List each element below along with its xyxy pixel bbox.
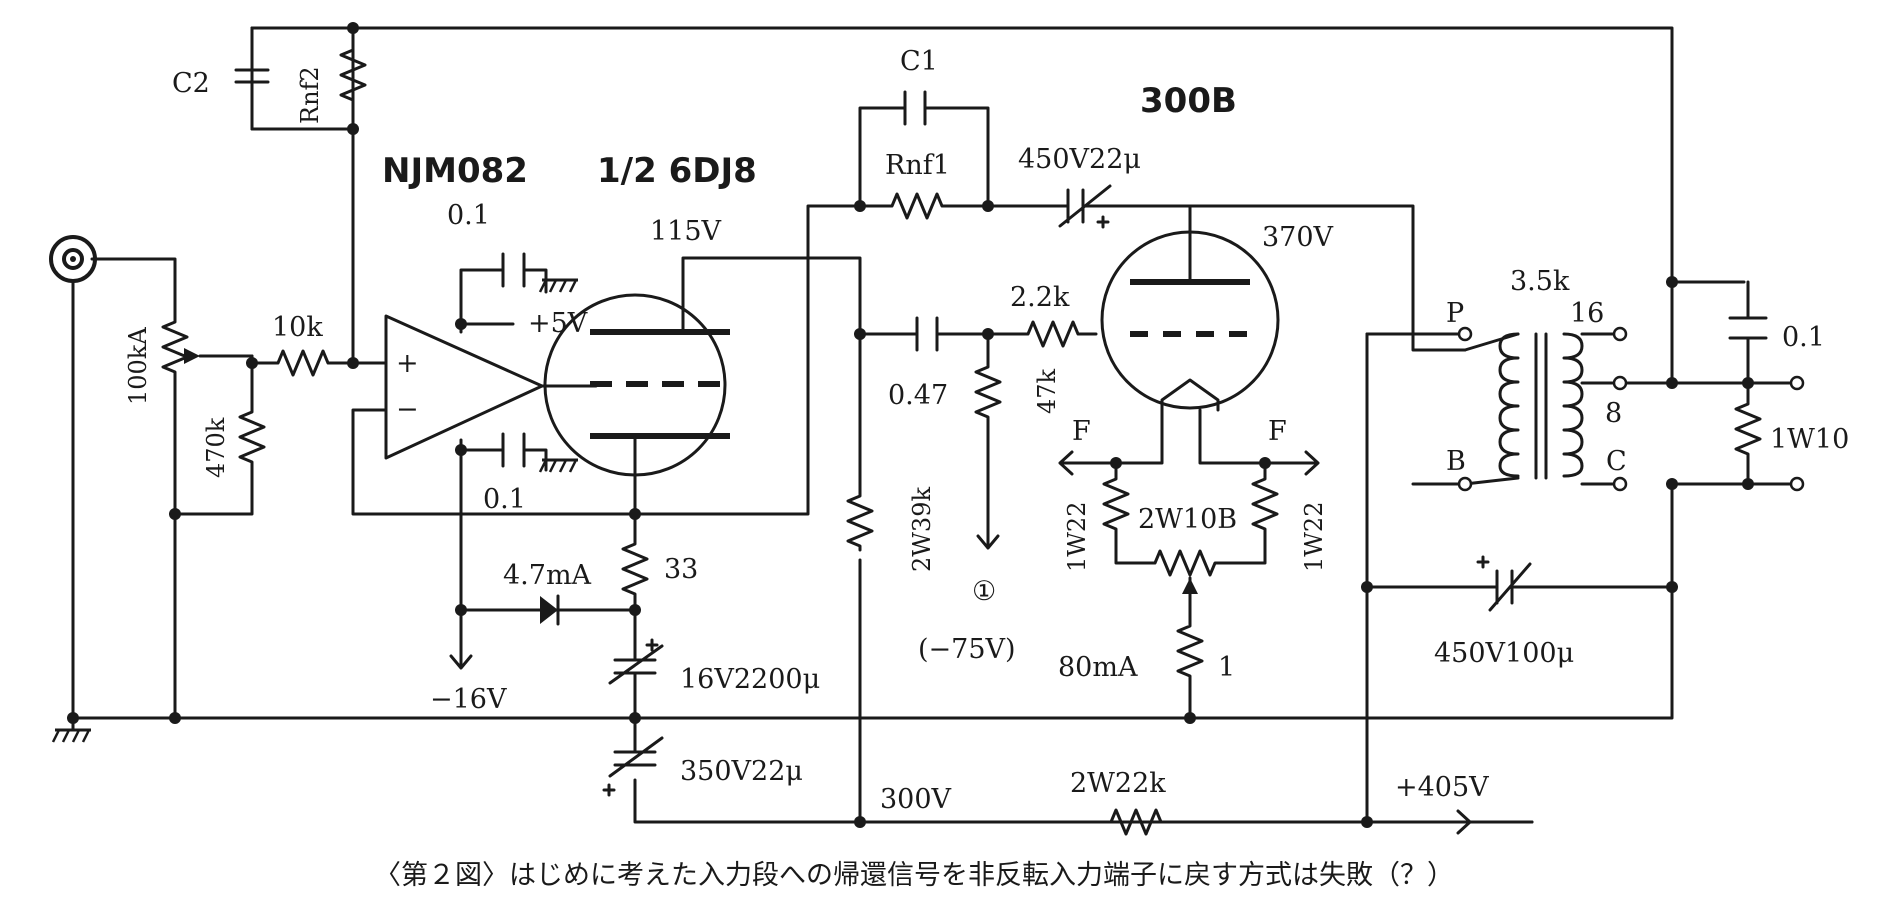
label-c1: C1	[900, 46, 938, 77]
capacitors	[234, 26, 1768, 797]
2w10b-pot	[1148, 549, 1227, 577]
470k-resistor	[238, 406, 266, 472]
label-terminal-p: P	[1446, 298, 1464, 329]
2w39k-resistor	[846, 488, 874, 552]
label-f-left: F	[1072, 416, 1091, 447]
33-resistor	[621, 536, 649, 602]
2w10b-wiper-arrow	[1182, 578, 1198, 594]
label-2k2: 2.2k	[1010, 282, 1070, 313]
label-njm082: NJM082	[382, 151, 528, 191]
terminal-c	[1612, 476, 1628, 492]
opamp-minus-sign: −	[396, 394, 419, 425]
10k-resistor	[271, 349, 334, 377]
opamp-njm082: + −	[384, 314, 544, 460]
terminal-out-hot	[1789, 375, 1805, 391]
label-cap-0-1-top: 0.1	[447, 200, 490, 231]
label-plus-405v: +405V	[1395, 772, 1489, 803]
label-terminal-c: C	[1606, 446, 1627, 477]
1ohm-resistor	[1176, 620, 1204, 684]
1w10-resistor	[1734, 398, 1762, 464]
label-2w22k: 2W22k	[1070, 768, 1166, 799]
terminal-out-gnd	[1789, 476, 1805, 492]
label-rnf2: Rnf2	[296, 66, 324, 124]
label-3k5: 3.5k	[1510, 266, 1570, 297]
label-minus-75v: (−75V)	[918, 634, 1016, 665]
label-minus-16v: −16V	[430, 684, 507, 715]
arrows	[449, 450, 1477, 835]
tube-6dj8	[543, 276, 730, 477]
rnf1-resistor	[886, 192, 952, 220]
label-100ka: 100kA	[124, 327, 152, 405]
pot-wiper-arrow	[184, 348, 200, 364]
label-rnf1: Rnf1	[885, 150, 950, 181]
label-47k: 47k	[1033, 368, 1061, 414]
label-4-7ma: 4.7mA	[503, 560, 592, 591]
label-node-1: ①	[972, 576, 996, 607]
label-f-right: F	[1268, 416, 1287, 447]
label-1-ohm: 1	[1218, 652, 1235, 683]
labels: C2 Rnf2 C1 Rnf1 450V22μ 300B NJM082 1/2 …	[124, 46, 1849, 815]
label-470k: 470k	[202, 417, 230, 478]
opamp-plus-sign: +	[396, 348, 419, 379]
junctions	[67, 22, 1754, 828]
label-450v22u: 450V22μ	[1018, 144, 1141, 175]
figure-caption: 〈第２図〉はじめに考えた入力段への帰還信号を非反転入力端子に戻す方式は失敗（？）	[374, 860, 1454, 891]
label-1w10: 1W10	[1770, 424, 1849, 455]
wiring	[71, 26, 1799, 824]
terminal-16	[1612, 326, 1628, 342]
label-300b: 300B	[1140, 81, 1237, 121]
label-tap-8: 8	[1605, 398, 1622, 429]
input-jack	[49, 235, 97, 283]
label-plus-5v: +5V	[528, 308, 588, 339]
label-16v2200u: 16V2200μ	[680, 664, 820, 695]
label-0-47: 0.47	[888, 380, 948, 411]
terminal-b	[1457, 476, 1473, 492]
47k-resistor	[974, 361, 1002, 422]
1w22-right-resistor	[1251, 473, 1279, 538]
label-1w22-left: 1W22	[1063, 502, 1091, 572]
diode	[540, 594, 560, 626]
ground-symbol-main	[51, 728, 93, 744]
label-450v100u: 450V100μ	[1434, 638, 1574, 669]
label-terminal-b: B	[1446, 446, 1466, 477]
terminal-8	[1612, 375, 1628, 391]
label-cap-0-1-right: 0.1	[1782, 322, 1825, 353]
rnf2-resistor	[339, 43, 367, 107]
label-6dj8: 1/2 6DJ8	[597, 151, 757, 191]
label-tap-16: 16	[1570, 298, 1604, 329]
label-10k: 10k	[272, 312, 323, 343]
label-370v: 370V	[1262, 222, 1334, 253]
label-2w10b: 2W10B	[1138, 504, 1237, 535]
label-cap-0-1-bottom: 0.1	[483, 484, 526, 515]
label-33: 33	[664, 554, 698, 585]
output-transformer	[1457, 326, 1805, 492]
terminal-p	[1457, 326, 1473, 342]
label-300v: 300V	[880, 784, 952, 815]
2k2-resistor	[1022, 320, 1082, 348]
2w22k-resistor	[1103, 808, 1169, 836]
tube-300b	[1100, 230, 1280, 412]
label-c2: C2	[172, 68, 210, 99]
label-115v: 115V	[650, 216, 722, 247]
resistors	[161, 43, 1762, 836]
label-80ma: 80mA	[1058, 652, 1138, 683]
label-1w22-right: 1W22	[1300, 502, 1328, 572]
label-350v22u: 350V22μ	[680, 756, 803, 787]
label-2w39k: 2W39k	[908, 487, 936, 572]
pot-100ka	[161, 316, 189, 380]
1w22-left-resistor	[1102, 473, 1130, 538]
